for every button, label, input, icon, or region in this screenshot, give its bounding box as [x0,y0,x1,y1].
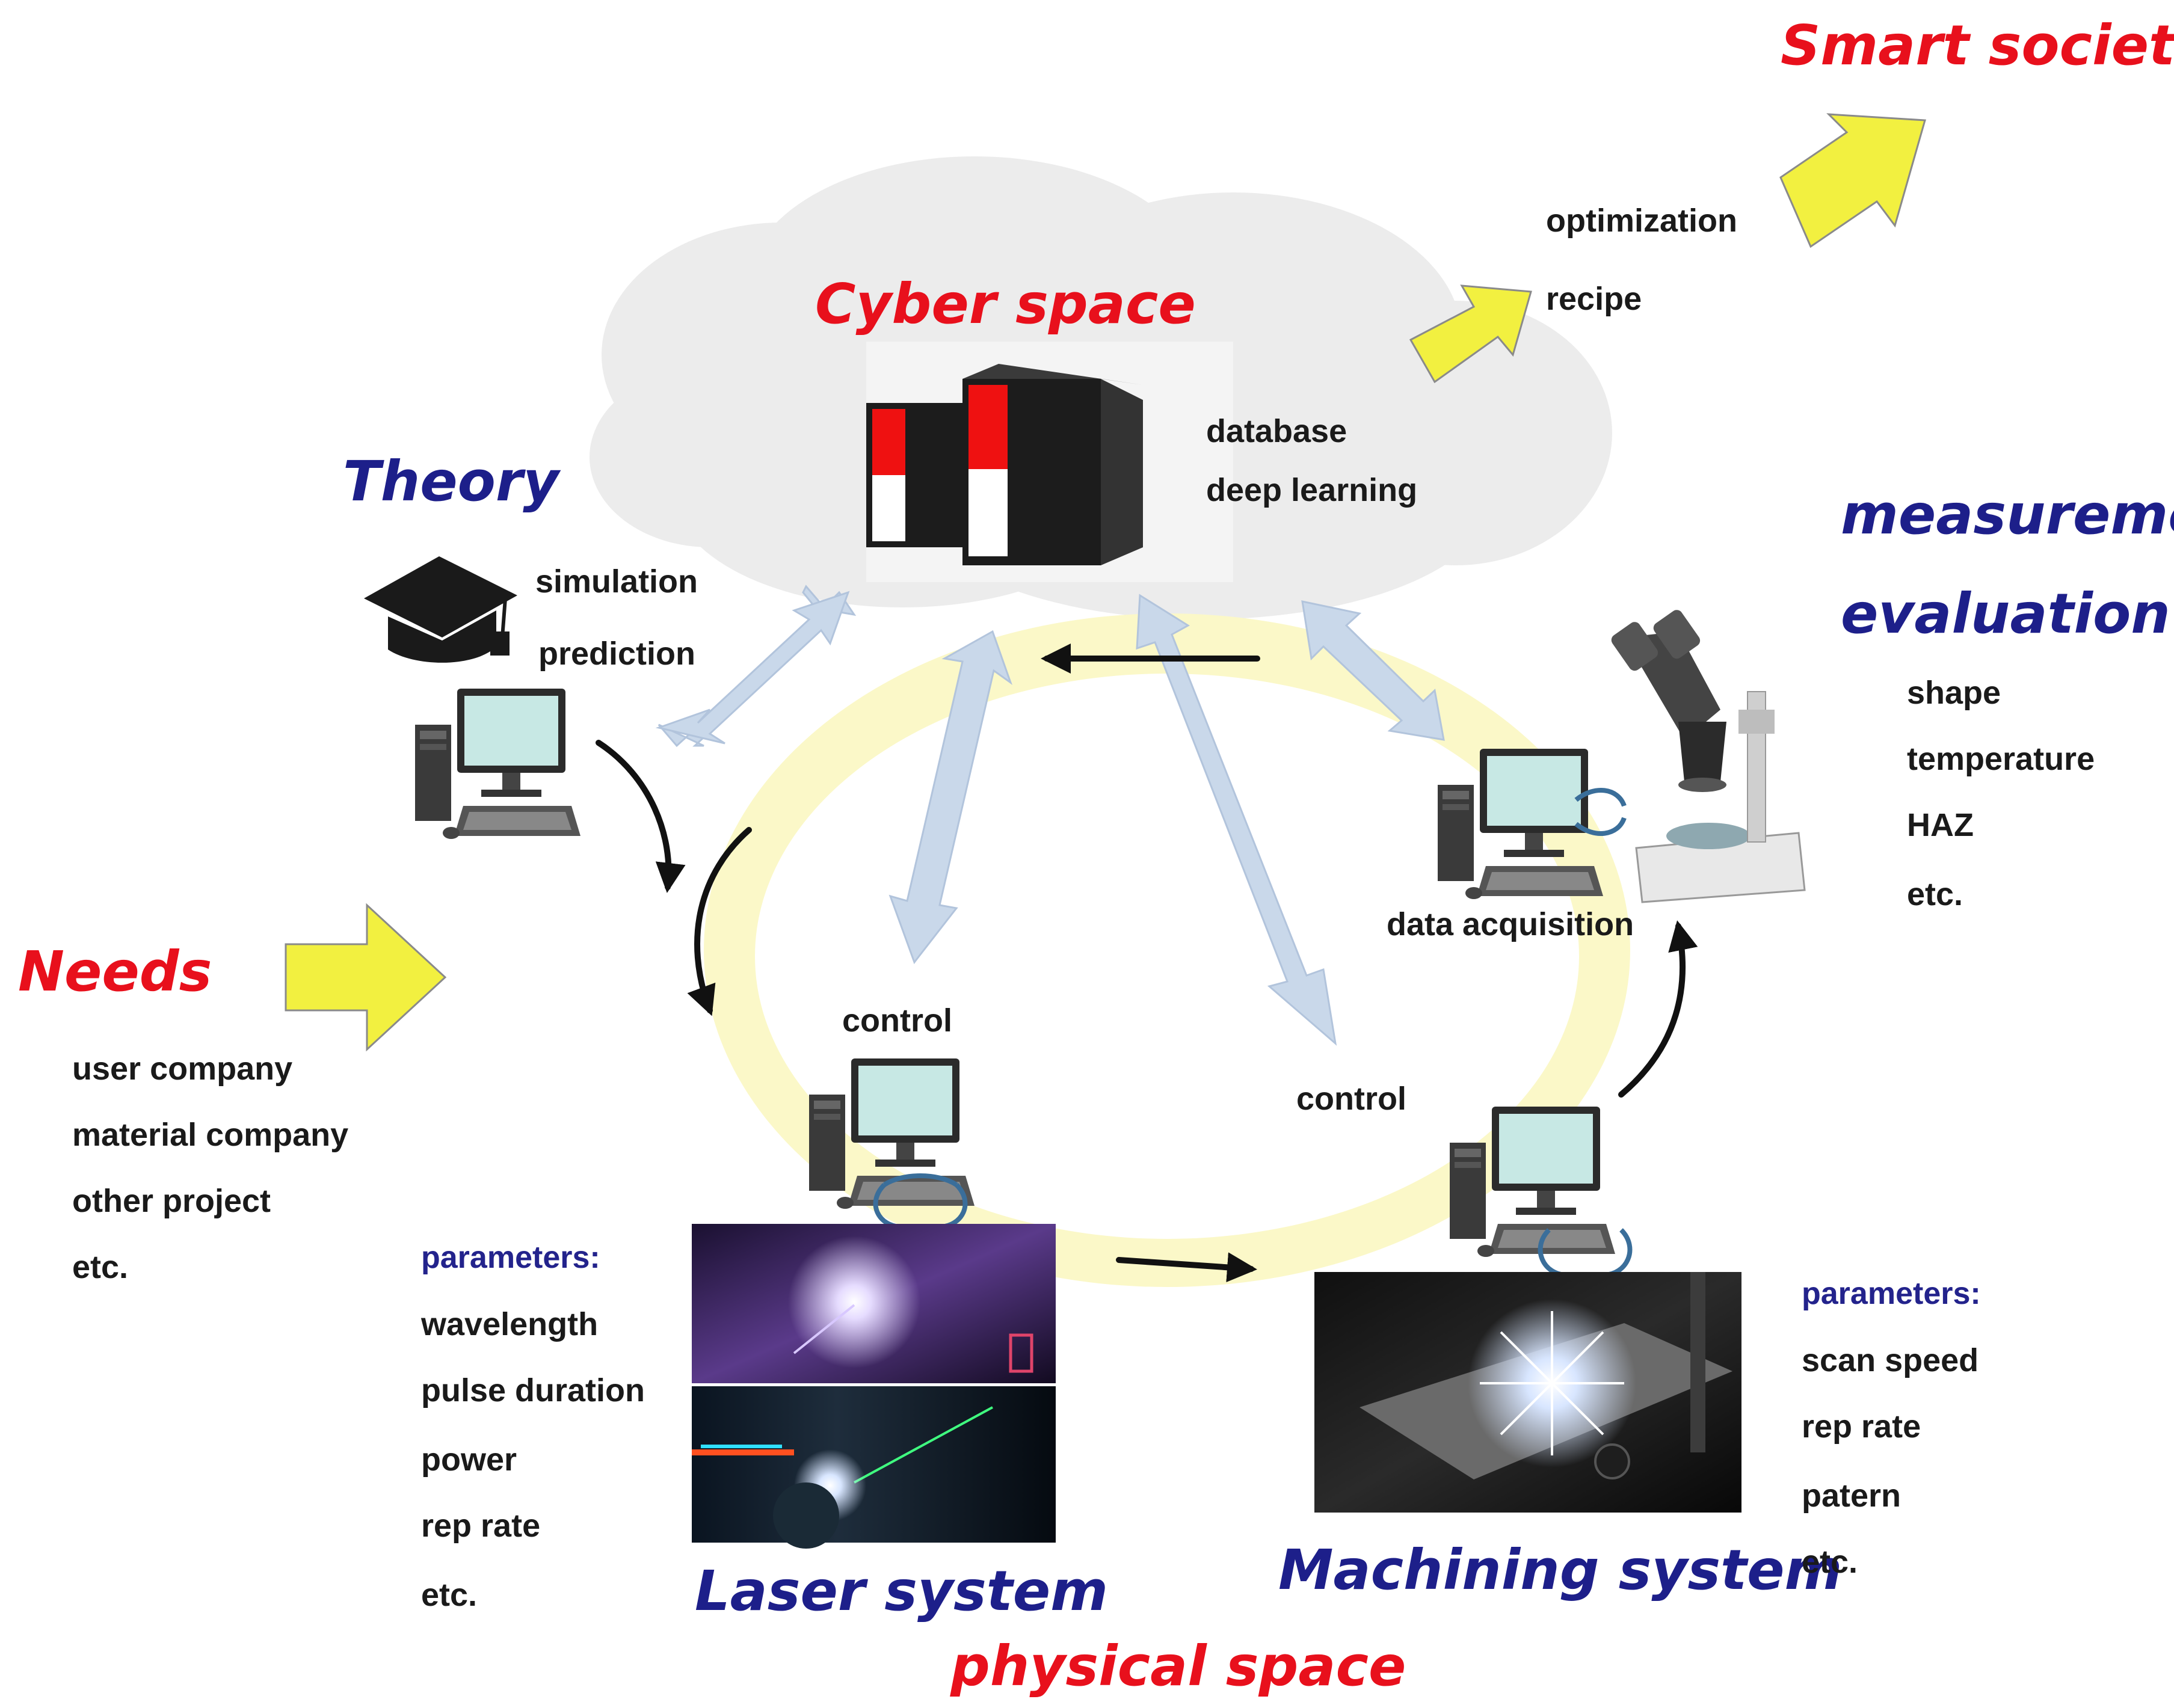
data-acquisition-label: data acquisition [1387,906,1634,942]
measurement-item-haz: HAZ [1907,807,1974,843]
cyber-output-recipe: recipe [1546,281,1642,317]
laser-param-wavelength: wavelength [421,1306,599,1342]
cyber-function-database: database [1206,413,1347,449]
smart-society-heading: Smart society [1781,13,2174,78]
evaluation-heading: evaluation [1841,582,2170,646]
laser-photo-top [692,1224,1056,1383]
needs-heading: Needs [18,939,212,1004]
needs-item-etc: etc. [72,1249,129,1285]
needs-item-other-project: other project [72,1183,271,1219]
measurement-item-shape: shape [1907,675,2001,711]
laser-param-power: power [421,1442,517,1478]
server-icon [866,364,1143,565]
measurement-heading: measurement [1841,482,2174,547]
laser-param-rep-rate: rep rate [421,1508,541,1544]
machining-params-title: parameters: [1802,1276,1981,1311]
yellow-arrows [285,113,1926,1052]
theory-item-prediction: prediction [538,636,696,672]
theory-heading: Theory [343,449,559,514]
measurement-item-temperature: temperature [1907,741,2095,777]
cyber-function-deep-learning: deep learning [1206,472,1418,508]
microscope-icon [1611,610,1806,903]
laser-param-etc: etc. [421,1577,478,1613]
machining-system-heading: Machining system [1278,1538,1843,1602]
machining-photo [1314,1272,1741,1513]
theory-computer-icon [415,689,580,839]
laser-params-title: parameters: [421,1240,600,1275]
graduation-cap-icon [364,556,517,663]
machining-param-etc: etc. [1802,1544,1858,1580]
process-flow-arrows [596,644,1698,1283]
cyber-output-optimization: optimization [1546,203,1737,239]
theory-item-simulation: simulation [535,564,698,600]
laser-param-pulse-duration: pulse duration [421,1372,645,1408]
machining-param-scan-speed: scan speed [1802,1342,1979,1378]
data-exchange-arrows [655,585,1445,1046]
laser-photo-bottom [692,1386,1056,1549]
laser-system-heading: Laser system [695,1559,1108,1623]
needs-item-material-company: material company [72,1117,349,1153]
laser-control-label: control [842,1003,952,1039]
machining-param-rep-rate: rep rate [1802,1408,1921,1445]
needs-item-user-company: user company [72,1051,293,1087]
machining-param-patern: patern [1802,1478,1901,1514]
physical-space-heading: physical space [950,1634,1406,1698]
machining-control-label: control [1296,1081,1406,1117]
cyber-space-heading: Cyber space [815,272,1196,336]
measurement-item-etc: etc. [1907,876,1963,912]
